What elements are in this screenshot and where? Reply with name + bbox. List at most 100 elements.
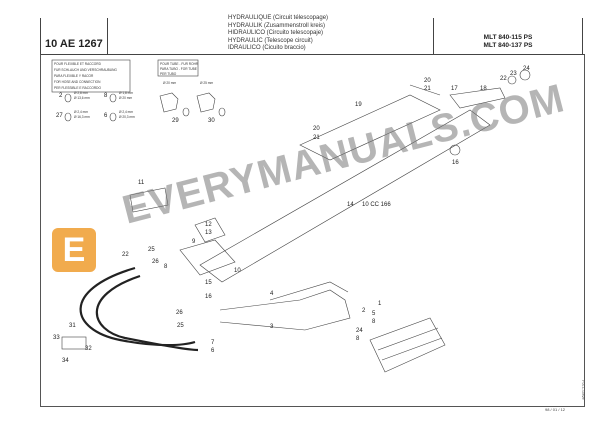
callout-31: 31 bbox=[69, 323, 76, 329]
valve bbox=[194, 217, 226, 243]
o-ring-icon bbox=[109, 112, 117, 122]
boom-end bbox=[449, 144, 461, 156]
hoses bbox=[79, 266, 199, 352]
hose-diameter: Ø 2,4 mm bbox=[119, 110, 133, 114]
model-1: MLT 840-115 PS bbox=[483, 34, 533, 41]
callout-3: 3 bbox=[270, 324, 274, 330]
title-fr: HYDRAULIQUE (Circuit télescopage) bbox=[228, 15, 329, 21]
hose-legend-line: FUR SCHLAUCH UND VERSCHRAUBUNG bbox=[54, 68, 117, 72]
plate-edge bbox=[409, 84, 441, 96]
hose-item-number: 6 bbox=[104, 113, 108, 119]
hose-diameter: Ø 1,8 mm bbox=[119, 91, 133, 95]
callout-26: 26 bbox=[152, 259, 159, 265]
callout-18: 18 bbox=[480, 86, 487, 92]
o-ring-icon bbox=[109, 93, 117, 103]
callout-8: 8 bbox=[372, 319, 376, 325]
title-de: HYDRAULIK (Zusammenstroll kreis) bbox=[228, 22, 326, 29]
reference-box: 10 AE 1267 bbox=[40, 18, 108, 54]
hose-legend-box bbox=[51, 59, 131, 93]
callout-12: 12 bbox=[205, 222, 212, 228]
drawing-frame bbox=[40, 54, 585, 407]
hose-diameter: Ø 13,6 mm bbox=[74, 96, 90, 100]
callout-24: 24 bbox=[356, 328, 363, 334]
cylinder-rod bbox=[449, 87, 506, 109]
callout-19: 19 bbox=[355, 102, 362, 108]
hose-item-number: 27 bbox=[56, 113, 63, 119]
callout-2: 2 bbox=[362, 308, 366, 314]
callout-1: 1 bbox=[378, 301, 382, 307]
callout-25: 25 bbox=[148, 247, 155, 253]
o-ring-icon bbox=[218, 107, 226, 117]
callout-33: 33 bbox=[53, 335, 60, 341]
hose-legend-line: FOR HOSE AND CONNECTION bbox=[54, 80, 101, 84]
tube-fitting-icon bbox=[196, 92, 216, 113]
callout-34: 34 bbox=[62, 358, 69, 364]
hose-diameter: Ø 2,4 mm bbox=[74, 110, 88, 114]
models-box: MLT 840-115 PS MLT 840-137 PS bbox=[433, 18, 583, 54]
tube-legend-line: POUR TUBE - FUR ROHR bbox=[160, 62, 199, 66]
hose-diameter: Ø 20,3 mm bbox=[119, 115, 135, 119]
tube-item-number: 30 bbox=[208, 118, 215, 124]
watermark-logo: E bbox=[52, 228, 96, 272]
tube-legend-line: PARA TUBO - FOR TUBE bbox=[160, 67, 197, 71]
callout-26: 26 bbox=[176, 310, 183, 316]
tube-fitting-icon bbox=[159, 92, 179, 113]
callout-16: 16 bbox=[452, 160, 459, 166]
callout-6: 6 bbox=[211, 348, 215, 354]
callout-13: 13 bbox=[205, 230, 212, 236]
title-es: HIDRAULICO (Circuito telescopaje) bbox=[228, 30, 324, 37]
callout-20: 20 bbox=[424, 78, 431, 84]
guard-plate bbox=[299, 94, 441, 161]
washer bbox=[507, 75, 517, 85]
rigid-pipe bbox=[219, 289, 351, 331]
valve-block bbox=[179, 239, 236, 276]
side-code: P.A.L.Dave bbox=[581, 380, 586, 400]
title-it: IDRAULICO (Cicuito braccio) bbox=[228, 45, 306, 52]
nut bbox=[519, 69, 531, 81]
hose-legend-line: PER FLESSIBLE E RACCORDO bbox=[54, 86, 101, 90]
clamp bbox=[61, 336, 87, 350]
callout-9: 9 bbox=[192, 239, 196, 245]
callout-20: 20 bbox=[313, 126, 320, 132]
callout-labels: 2423221817202119202116141112139102225268… bbox=[53, 66, 530, 364]
callout-23: 23 bbox=[510, 71, 517, 77]
callout-15: 15 bbox=[205, 280, 212, 286]
boom-tube bbox=[199, 109, 491, 283]
callout-22: 22 bbox=[122, 252, 129, 258]
tube-legend-line: PER TUBO bbox=[160, 72, 177, 76]
hose-legend-line: PARA FLEXIBLE Y RACOR bbox=[54, 74, 94, 78]
o-ring-icon bbox=[64, 112, 72, 122]
hose-item-number: 2 bbox=[59, 93, 63, 99]
callout-11: 11 bbox=[138, 180, 145, 186]
callout-32: 32 bbox=[85, 346, 92, 352]
control-valve bbox=[369, 317, 446, 373]
model-2: MLT 840-137 PS bbox=[483, 42, 533, 49]
callout-24: 24 bbox=[523, 66, 530, 72]
o-ring-icon bbox=[64, 93, 72, 103]
tube-size: Ø 20 mm bbox=[163, 81, 176, 85]
footer-code: 98 / 01 / 12 bbox=[545, 407, 566, 412]
control-valve-sections bbox=[377, 327, 443, 361]
callout-16: 16 bbox=[205, 294, 212, 300]
callout-7: 7 bbox=[211, 340, 215, 346]
hose-1 bbox=[79, 266, 196, 347]
hose-diameter: Ø 16,3 mm bbox=[74, 115, 90, 119]
header-titles: HYDRAULIQUE (Circuit télescopage) HYDRAU… bbox=[228, 15, 328, 53]
hose-diameter: Ø 20 mm bbox=[119, 96, 132, 100]
hose-2 bbox=[95, 274, 199, 352]
tube-size: Ø 25 mm bbox=[200, 81, 213, 85]
tube-item-number: 29 bbox=[172, 118, 179, 124]
callout-10: 10 bbox=[234, 268, 241, 274]
title-en: HYDRAULIC (Telescope circuit) bbox=[228, 37, 313, 44]
tube-legend-box bbox=[157, 59, 199, 77]
callout-5: 5 bbox=[372, 311, 376, 317]
callout-22: 22 bbox=[500, 76, 507, 82]
rigid-pipe bbox=[269, 281, 349, 301]
callout-17: 17 bbox=[451, 86, 458, 92]
reference-number: 10 AE 1267 bbox=[45, 38, 103, 50]
callout-14: 14 bbox=[347, 202, 354, 208]
callout-21: 21 bbox=[313, 135, 320, 141]
decal bbox=[129, 187, 169, 213]
callout-21: 21 bbox=[424, 86, 431, 92]
